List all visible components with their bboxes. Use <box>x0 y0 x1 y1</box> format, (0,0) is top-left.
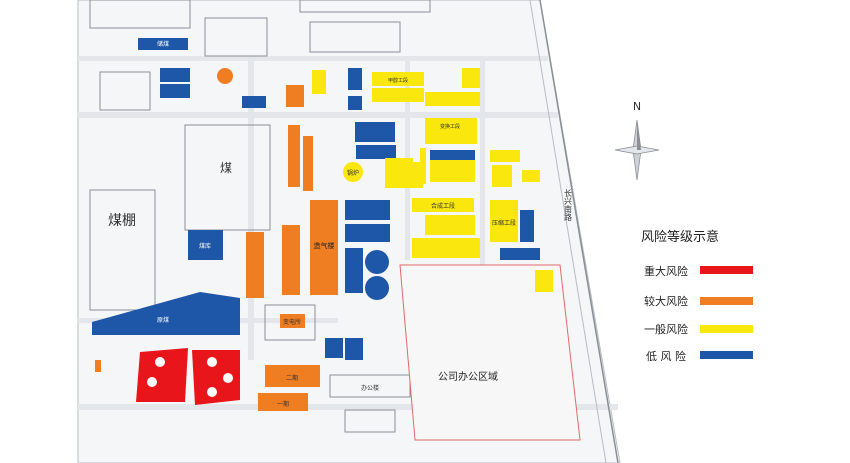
legend-swatch-general <box>700 325 753 333</box>
building-label-b9: 一期 <box>277 400 289 408</box>
office-zone <box>399 264 581 441</box>
office-zone-label: 公司办公区域 <box>438 370 498 383</box>
gasifier-label: 造气楼 <box>314 241 335 250</box>
low-risk-zones <box>92 38 540 360</box>
building-label-b2: 储煤 <box>157 40 169 48</box>
legend-swatch-major <box>700 266 753 274</box>
legend-title: 风险等级示意 <box>641 229 719 245</box>
legend-label-high: 较大风险 <box>644 294 688 308</box>
building-label-b7: 锅炉 <box>347 169 359 177</box>
high-risk-zones <box>95 68 338 411</box>
building-label-b4: 合成工段 <box>431 202 455 210</box>
building-label-b3: 煤库 <box>199 242 211 250</box>
legend-label-major: 重大风险 <box>644 264 688 278</box>
risk-legend: 风险等级示意 重大风险 较大风险 一般风险 低 风 险 <box>641 229 753 363</box>
building-label-b12: 甲醇工段 <box>388 77 408 84</box>
svg-text:长兴南路: 长兴南路 <box>564 188 573 221</box>
building-label-b8: 二期 <box>286 374 298 382</box>
legend-label-general: 一般风险 <box>644 322 688 336</box>
legend-label-low: 低 风 险 <box>646 349 686 363</box>
east-road-line <box>539 0 619 463</box>
building-label-b1: 原煤 <box>157 316 169 324</box>
building-label-b5: 压缩工段 <box>492 219 516 227</box>
coal-pile-label: 煤 <box>220 161 232 175</box>
north-outlines <box>89 0 431 433</box>
building-label-b10: 变电所 <box>283 318 301 326</box>
major-risk-zones <box>136 348 240 405</box>
major-risk-tanks <box>147 357 233 397</box>
legend-swatch-low <box>700 351 753 359</box>
general-risk-zones <box>312 68 553 292</box>
building-label-b6: 变换工段 <box>440 123 460 130</box>
legend-swatch-high <box>700 297 753 305</box>
compass-north-label: N <box>633 100 641 113</box>
building-label-b11: 办公楼 <box>361 384 379 392</box>
coal-shed-label: 煤棚 <box>108 213 136 229</box>
compass-icon <box>614 119 660 181</box>
east-road-line-inner <box>529 0 607 463</box>
road-label-east: 长兴南路 <box>564 188 573 221</box>
